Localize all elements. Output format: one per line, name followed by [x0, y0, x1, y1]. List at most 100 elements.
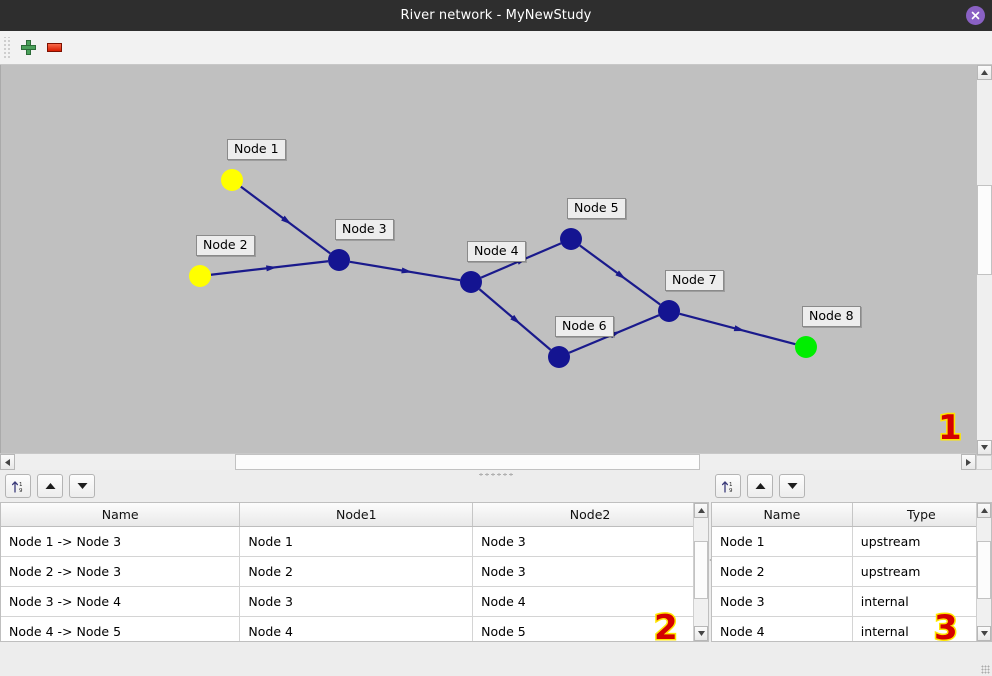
node-label-node-8[interactable]: Node 8 [802, 306, 861, 327]
node-label-node-4[interactable]: Node 4 [467, 241, 526, 262]
scroll-left-icon[interactable] [0, 454, 15, 470]
graph-node-node-6[interactable] [548, 346, 570, 368]
table-cell[interactable]: Node 2 [239, 556, 474, 587]
vertical-splitter[interactable] [709, 478, 712, 668]
column-header-name[interactable]: Name [1, 503, 241, 527]
scroll-right-icon[interactable] [961, 454, 976, 470]
edge-arrow-icon [281, 215, 292, 225]
graph-node-node-7[interactable] [658, 300, 680, 322]
table-cell[interactable]: Node 3 [472, 556, 708, 587]
table-cell[interactable]: Node 4 [472, 586, 708, 617]
scroll-down-icon[interactable] [977, 440, 992, 455]
node-label-node-2[interactable]: Node 2 [196, 235, 255, 256]
table-cell[interactable]: Node 2 -> Node 3 [1, 556, 241, 587]
nodes-sort-button[interactable]: 1 9 [715, 474, 741, 498]
red-rectangle-icon [46, 43, 62, 52]
close-icon[interactable] [966, 6, 985, 25]
graph-node-node-1[interactable] [221, 169, 243, 191]
graph-node-node-4[interactable] [460, 271, 482, 293]
sort-icon: 1 9 [11, 480, 23, 494]
scroll-up-icon[interactable] [977, 65, 992, 80]
table-cell[interactable]: Node 4 -> Node 5 [1, 616, 241, 641]
nodes-scroll-up-icon[interactable] [977, 503, 991, 518]
annotation-marker-1: 1 [937, 407, 964, 450]
graph-node-node-2[interactable] [189, 265, 211, 287]
window-resize-grip[interactable] [981, 665, 990, 674]
table-cell[interactable]: Node 1 [712, 526, 853, 557]
table-cell[interactable]: Node 1 [239, 526, 474, 557]
edge-arrow-icon [401, 267, 413, 274]
nodes-move-up-button[interactable] [747, 474, 773, 498]
delete-node-button[interactable] [41, 35, 67, 61]
node-label-node-1[interactable]: Node 1 [227, 139, 286, 160]
table-cell[interactable]: Node 3 [472, 526, 708, 557]
table-cell[interactable]: Node 4 [712, 616, 853, 641]
column-header-node1[interactable]: Node1 [239, 503, 474, 527]
nodes-vscroll-thumb[interactable] [977, 541, 991, 599]
annotation-marker-2: 2 [653, 607, 680, 650]
canvas-vscroll-thumb[interactable] [977, 185, 992, 275]
graph-node-node-8[interactable] [795, 336, 817, 358]
graph-node-node-5[interactable] [560, 228, 582, 250]
table-cell[interactable]: internal [852, 586, 991, 617]
reaches-sort-button[interactable]: 1 9 [5, 474, 31, 498]
table-cell[interactable]: Node 3 [239, 586, 474, 617]
reaches-vertical-scrollbar[interactable] [693, 503, 708, 641]
table-cell[interactable]: upstream [852, 556, 991, 587]
svg-text:1: 1 [729, 482, 733, 488]
table-cell[interactable]: Node 4 [239, 616, 474, 641]
nodes-move-down-button[interactable] [779, 474, 805, 498]
table-cell[interactable]: upstream [852, 526, 991, 557]
horizontal-splitter[interactable] [0, 470, 992, 478]
reaches-move-down-button[interactable] [69, 474, 95, 498]
reaches-scroll-down-icon[interactable] [694, 626, 708, 641]
canvas-hscroll-thumb[interactable] [235, 454, 700, 470]
table-cell[interactable]: Node 5 [472, 616, 708, 641]
table-cell[interactable]: Node 1 -> Node 3 [1, 526, 241, 557]
arrow-down-icon [77, 483, 87, 489]
node-label-node-5[interactable]: Node 5 [567, 198, 626, 219]
node-label-node-3[interactable]: Node 3 [335, 219, 394, 240]
green-plus-icon [20, 40, 36, 55]
node-label-node-6[interactable]: Node 6 [555, 316, 614, 337]
svg-text:1: 1 [19, 482, 23, 488]
graph-node-node-3[interactable] [328, 249, 350, 271]
column-header-type[interactable]: Type [852, 503, 991, 527]
table-cell[interactable]: internal [852, 616, 991, 641]
edge-arrow-icon [615, 270, 627, 280]
node-label-node-7[interactable]: Node 7 [665, 270, 724, 291]
arrow-up-icon [755, 483, 765, 489]
table-cell[interactable]: Node 3 [712, 586, 853, 617]
table-cell[interactable]: Node 2 [712, 556, 853, 587]
reaches-pane-footer [0, 644, 709, 676]
canvas-horizontal-scrollbar[interactable] [0, 453, 976, 470]
reaches-scroll-up-icon[interactable] [694, 503, 708, 518]
column-header-name[interactable]: Name [712, 503, 853, 527]
table-cell[interactable]: Node 3 -> Node 4 [1, 586, 241, 617]
reaches-move-up-button[interactable] [37, 474, 63, 498]
graph-drawing [189, 169, 817, 368]
add-node-button[interactable] [15, 35, 41, 61]
nodes-vertical-scrollbar[interactable] [976, 503, 991, 641]
reaches-vscroll-thumb[interactable] [694, 541, 708, 599]
canvas-vertical-scrollbar[interactable] [976, 65, 992, 455]
column-header-node2[interactable]: Node2 [472, 503, 708, 527]
toolbar-grip[interactable] [3, 36, 11, 59]
nodes-scroll-down-icon[interactable] [977, 626, 991, 641]
river-network-canvas[interactable]: Node 1 Node 2 Node 3 Node 4 Node 5 Node 6 Node… [0, 65, 992, 470]
main-toolbar [0, 31, 992, 65]
annotation-marker-3: 3 [933, 607, 960, 650]
